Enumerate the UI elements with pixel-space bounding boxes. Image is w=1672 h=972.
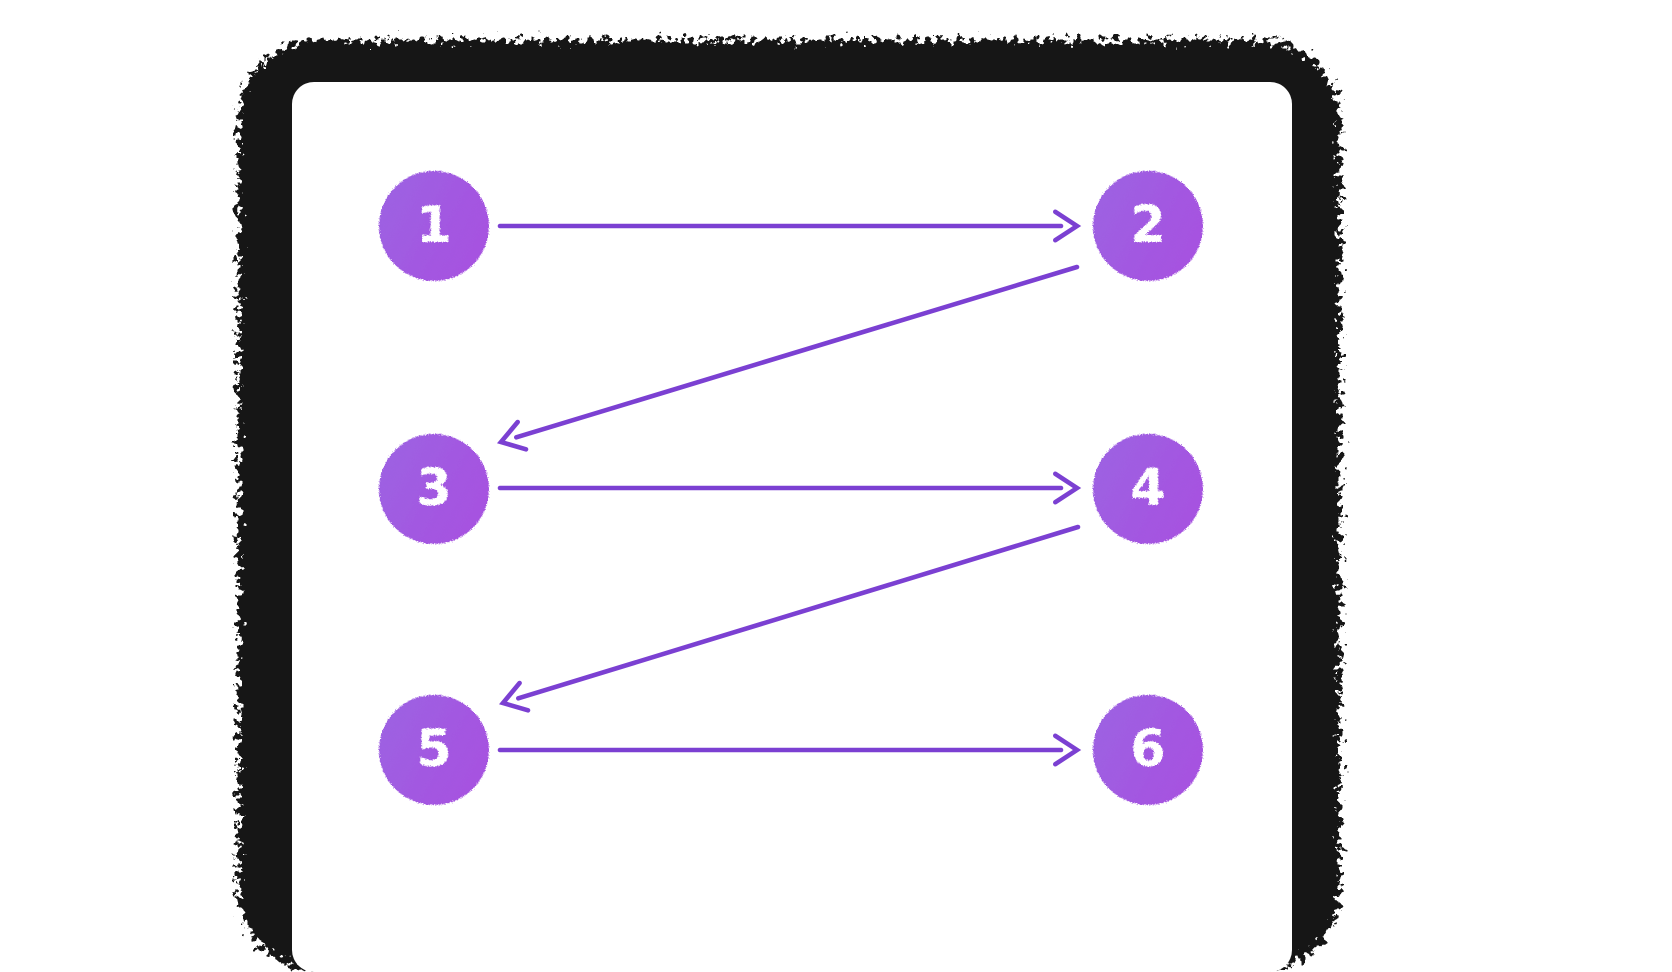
step-number-6: 6	[1130, 719, 1166, 779]
step-node-3: 3	[379, 434, 489, 544]
step-node-1: 1	[379, 171, 489, 281]
step-node-6: 6	[1093, 695, 1203, 805]
step-node-2: 2	[1093, 171, 1203, 281]
step-number-3: 3	[416, 458, 452, 518]
step-number-1: 1	[416, 195, 452, 255]
step-number-2: 2	[1130, 195, 1166, 255]
step-number-4: 4	[1130, 458, 1166, 518]
step-node-5: 5	[379, 695, 489, 805]
step-node-4: 4	[1093, 434, 1203, 544]
step-number-5: 5	[416, 719, 452, 779]
